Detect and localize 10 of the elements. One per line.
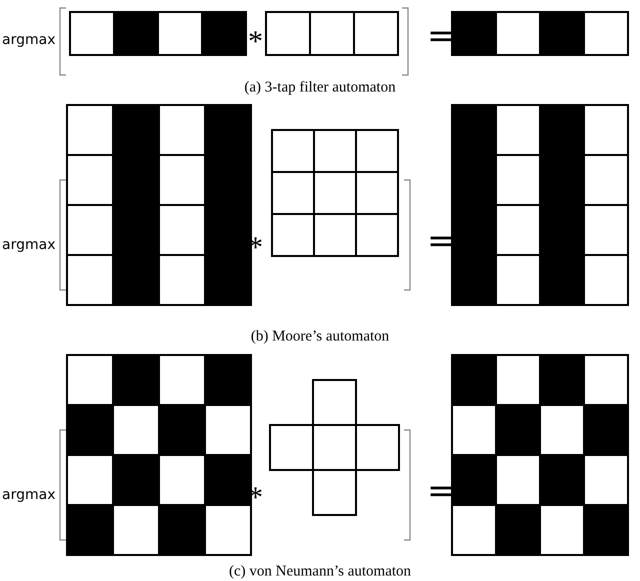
equals-sign: = xyxy=(427,19,456,53)
operator-label: argmax xyxy=(2,33,56,47)
caption: (b) Moore’s automaton xyxy=(250,330,390,344)
caption: (a) 3-tap filter automaton xyxy=(244,80,396,96)
equals-sign: = xyxy=(427,224,456,258)
operator-label: argmax xyxy=(2,238,56,252)
operator-label: argmax xyxy=(2,488,56,502)
caption: (c) von Neumann’s automaton xyxy=(228,564,412,580)
convolution-symbol: * xyxy=(248,27,263,57)
equals-sign: = xyxy=(427,474,456,508)
